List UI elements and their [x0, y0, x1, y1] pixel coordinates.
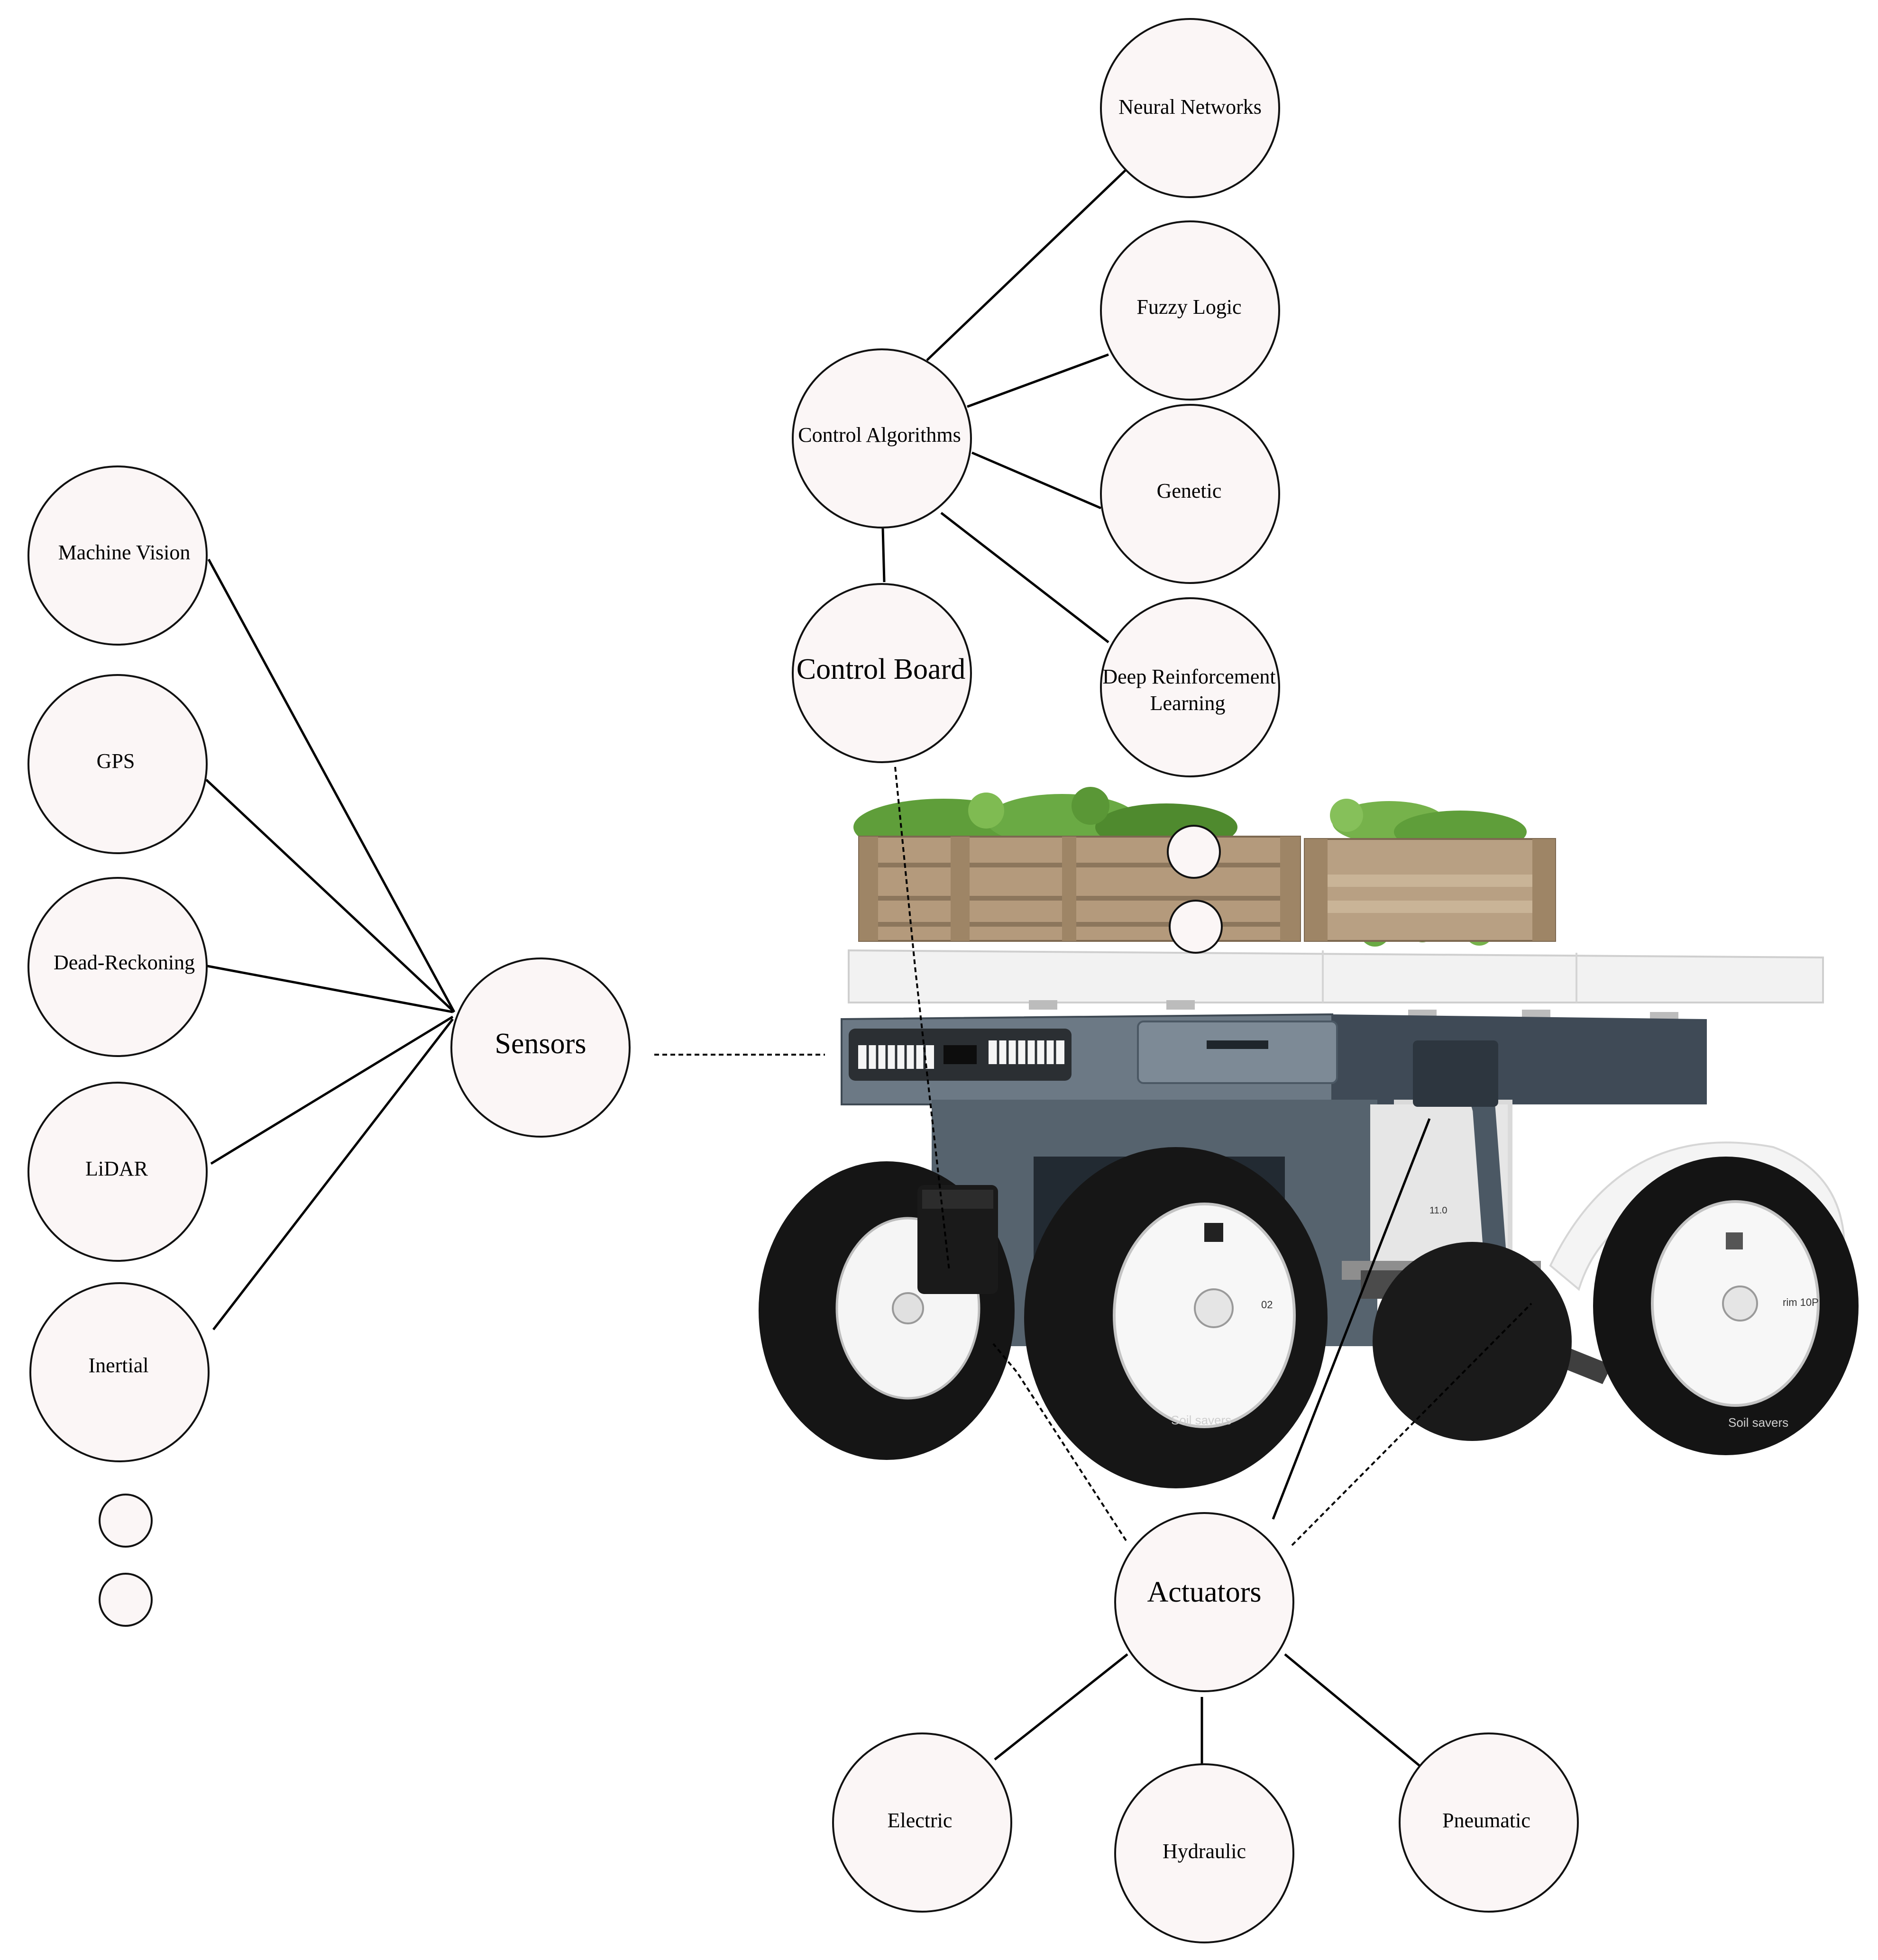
label-lidar: LiDAR [85, 1157, 148, 1180]
link-actuators-to-front-wheel [992, 1343, 1127, 1541]
agricultural-robot-illustration: 11.0 [759, 787, 1859, 1488]
link-control-to-fuzzy [967, 353, 1109, 408]
label-pneumatic: Pneumatic [1442, 1809, 1530, 1832]
label-sensors: Sensors [495, 1028, 586, 1060]
wheel-center-rear [1373, 1242, 1572, 1441]
small-bubble-lower [1169, 900, 1223, 954]
link-control-to-board [881, 528, 886, 583]
label-genetic: Genetic [1157, 479, 1222, 502]
node-inertial: Inertial [29, 1282, 210, 1462]
cargo-deck [848, 949, 1824, 1021]
small-bubble-upper [1167, 825, 1221, 879]
node-deep-reinforcement-learning: Deep Reinforcement Learning [1100, 597, 1280, 777]
front-sensor-bar [849, 1029, 1072, 1081]
label-machine-vision: Machine Vision [58, 541, 191, 564]
label-drl-line1: Deep Reinforcement [1102, 665, 1275, 688]
link-gps-to-sensors [205, 779, 455, 1013]
label-electric: Electric [888, 1809, 953, 1832]
node-genetic: Genetic [1100, 404, 1280, 584]
label-control-algorithms: Control Algorithms [798, 423, 961, 447]
node-fuzzy-logic: Fuzzy Logic [1100, 220, 1280, 401]
node-control-board: Control Board [792, 583, 972, 763]
tire-label-front: Soil savers [1171, 1413, 1231, 1427]
wheel-left-front [759, 1161, 1015, 1460]
link-lidar-to-sensors [210, 1015, 454, 1165]
node-machine-vision: Machine Vision [27, 465, 208, 646]
label-dead-reckoning: Dead-Reckoning [54, 951, 195, 974]
node-actuators: Actuators [1114, 1512, 1294, 1692]
wheel-center-front: 02 Soil savers [1024, 1147, 1328, 1488]
link-inertial-to-sensors [212, 1018, 454, 1331]
hub-label-rear: rim 10P [1783, 1296, 1819, 1308]
wooden-crate-rear [1304, 838, 1556, 942]
wheel-right-rear: rim 10P Soil savers [1593, 1157, 1859, 1455]
node-electric: Electric [832, 1732, 1012, 1913]
label-gps: GPS [97, 749, 135, 773]
tire-label-rear: Soil savers [1728, 1415, 1788, 1430]
connector-lines [204, 169, 1532, 1769]
hub-label-front: 02 [1261, 1299, 1273, 1311]
node-dead-reckoning: Dead-Reckoning [27, 877, 208, 1057]
link-board-to-robot [894, 766, 950, 1271]
wooden-crate-front [858, 836, 1301, 942]
link-control-to-neural [926, 169, 1127, 361]
label-actuators: Actuators [1147, 1576, 1261, 1608]
node-control-algorithms: Control Algorithms [792, 348, 972, 529]
node-lidar: LiDAR [27, 1082, 208, 1262]
link-control-to-genetic [971, 451, 1101, 510]
link-actuators-to-pneumatic [1284, 1653, 1423, 1769]
label-hydraulic: Hydraulic [1163, 1840, 1246, 1863]
node-neural-networks: Neural Networks [1100, 18, 1280, 198]
link-machinevision-to-sensors [207, 558, 456, 1013]
label-inertial: Inertial [88, 1354, 148, 1377]
panel-label: 11.0 [1429, 1205, 1447, 1216]
small-bubble-sensor-2 [99, 1573, 153, 1627]
link-control-to-drl [940, 512, 1109, 643]
link-actuators-to-rear-arm [1291, 1303, 1532, 1546]
small-bubble-sensor-1 [99, 1494, 153, 1548]
label-control-board: Control Board [797, 653, 965, 685]
link-deadreckoning-to-sensors [204, 964, 453, 1013]
node-pneumatic: Pneumatic [1399, 1732, 1579, 1913]
node-sensors: Sensors [450, 957, 631, 1138]
label-fuzzy-logic: Fuzzy Logic [1136, 295, 1241, 319]
link-actuators-to-drive [1272, 1118, 1431, 1520]
node-gps: GPS [27, 674, 208, 854]
label-neural-networks: Neural Networks [1118, 95, 1262, 119]
link-actuators-to-electric [994, 1653, 1128, 1760]
label-drl-line2: Learning [1150, 692, 1226, 715]
node-hydraulic: Hydraulic [1114, 1763, 1294, 1943]
